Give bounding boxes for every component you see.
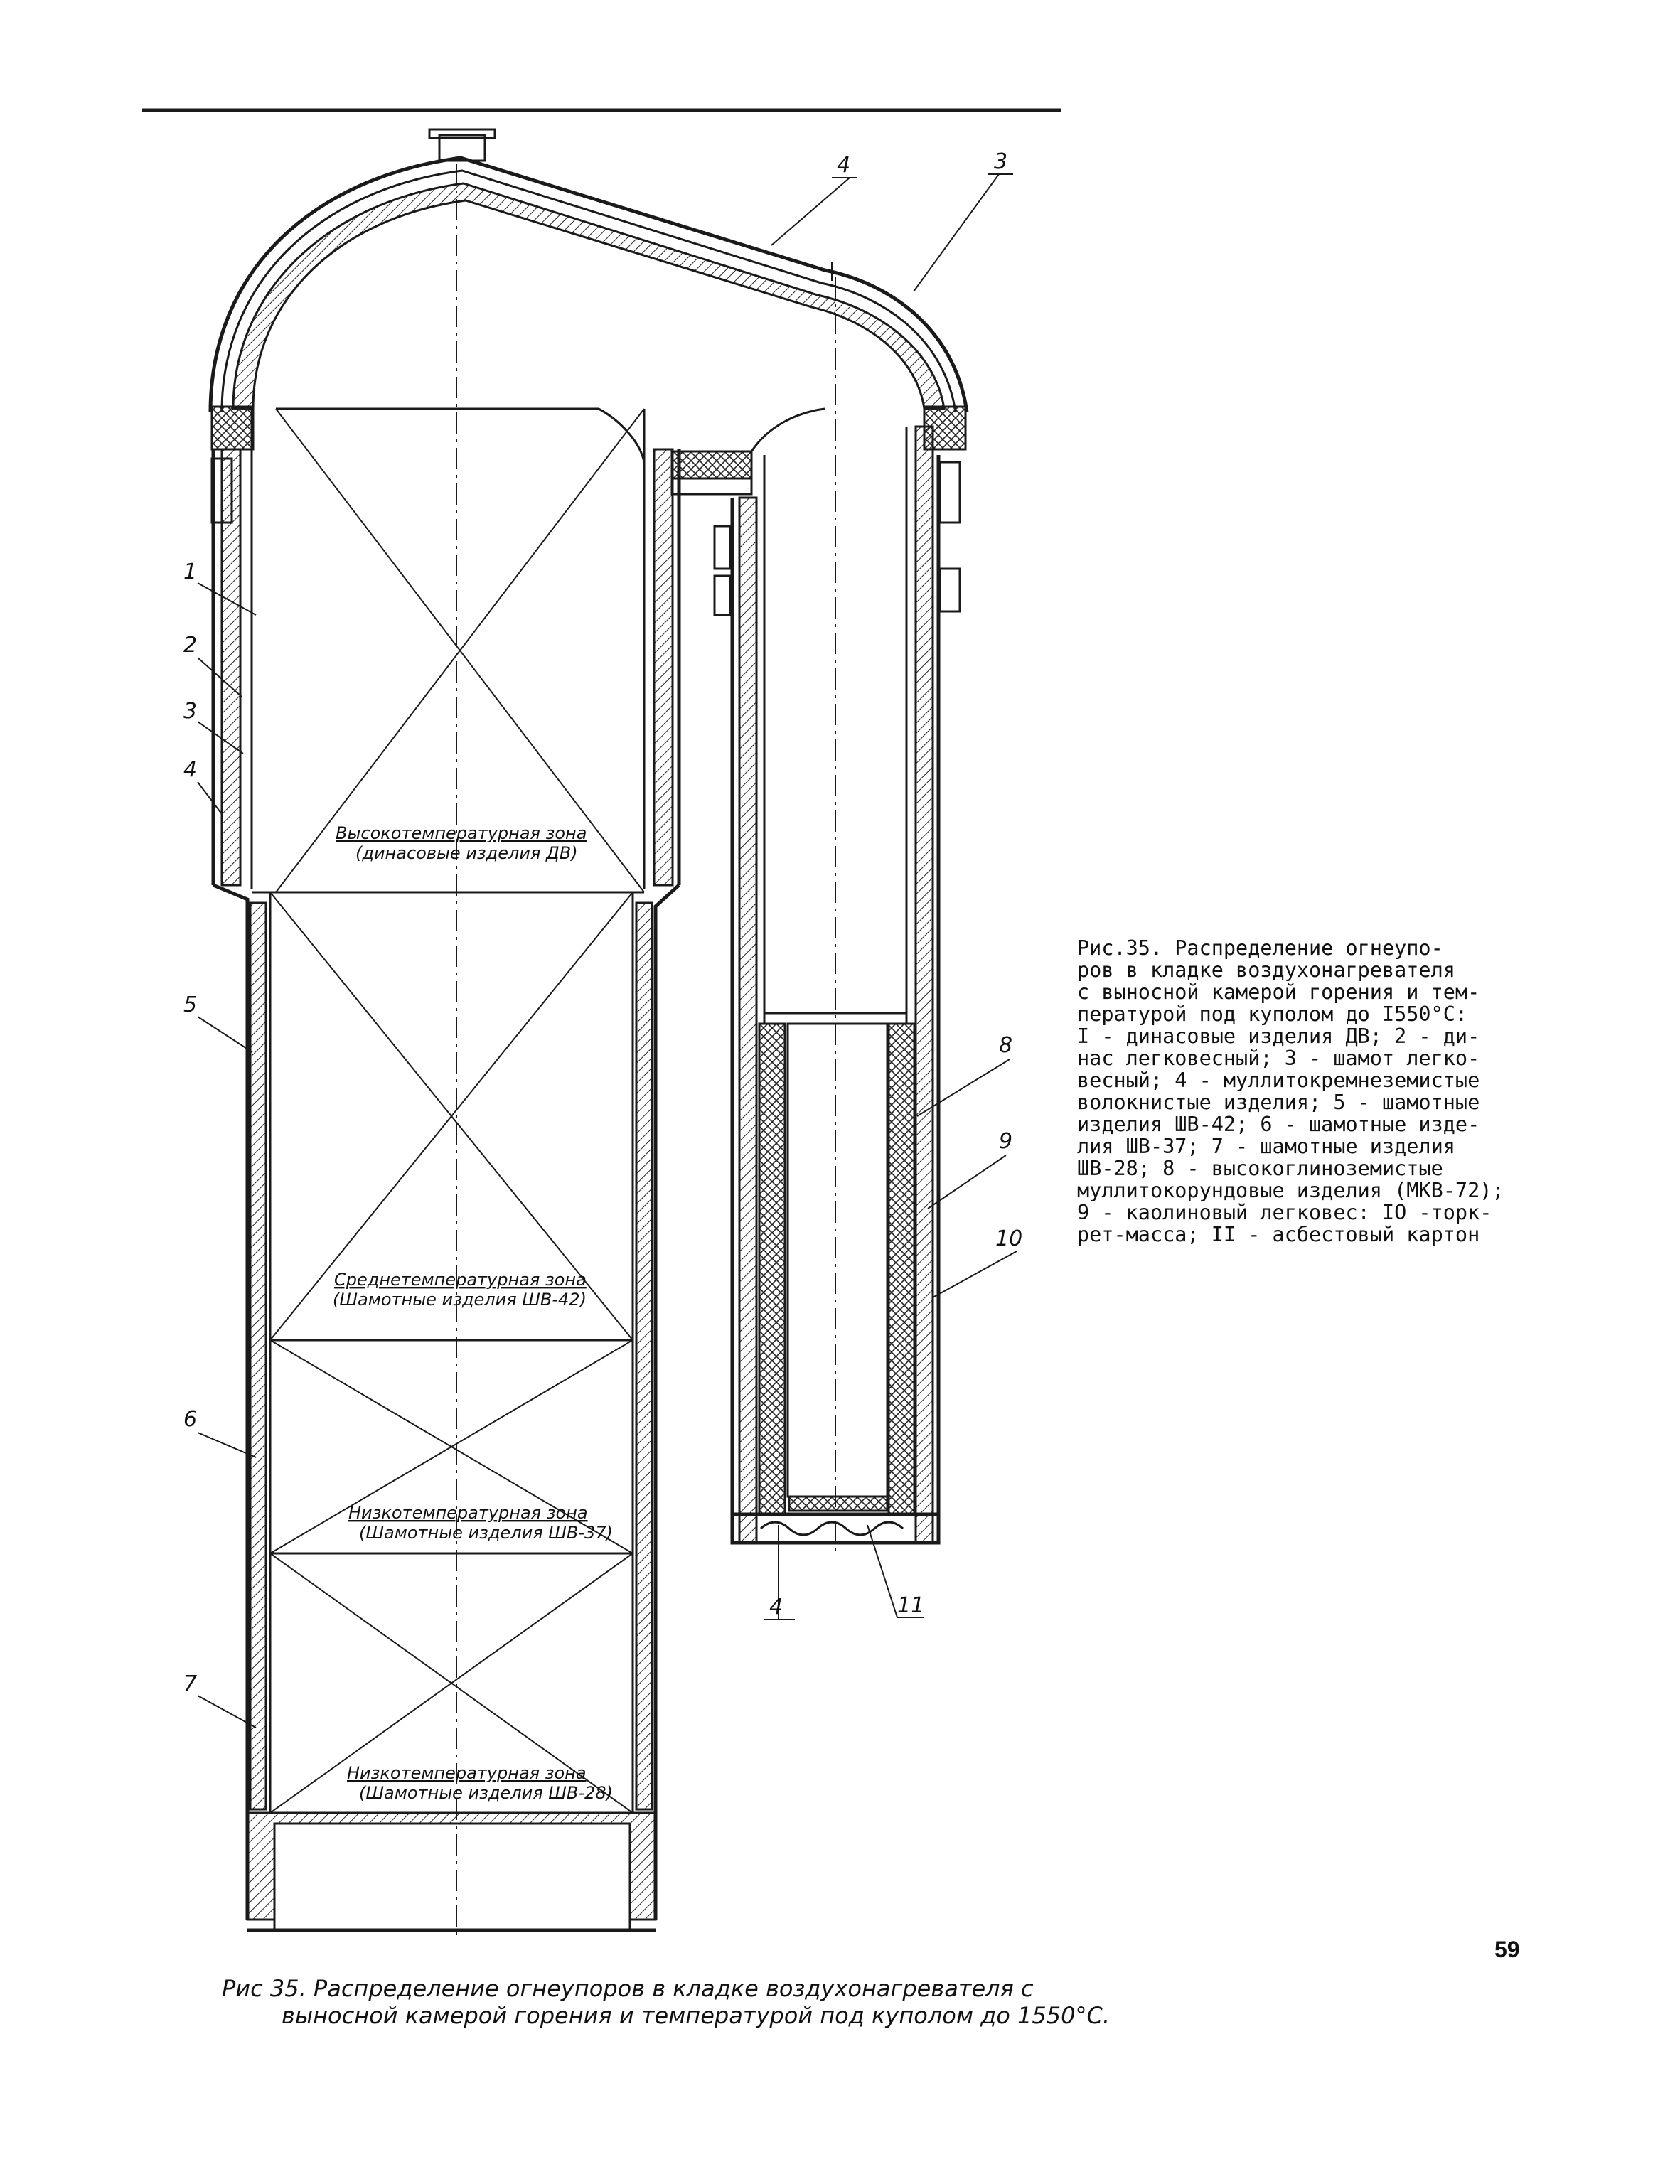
zone-mid-title: Среднетемпературная зона: [334, 1270, 587, 1290]
zone-high-sub: (динасовые изделия ДВ): [355, 843, 578, 863]
dome-ring-left: [210, 405, 255, 451]
callout-6: 6: [183, 1407, 197, 1432]
zone-low2-title: Низкотемпературная зона: [347, 1763, 587, 1783]
legend-line: I - динасовые изделия ДВ; 2 - ди-: [1077, 1024, 1480, 1048]
zone-high-title: Высокотемпературная зона: [336, 823, 587, 843]
legend-line: ров в кладке воздухонагревателя: [1077, 958, 1455, 982]
legend-line: лия ШВ-37; 7 - шамотные изделия: [1077, 1135, 1455, 1158]
callout-1: 1: [183, 560, 197, 584]
zone-low1-sub: (Шамотные изделия ШВ-37): [359, 1523, 613, 1543]
zone-labels: Высокотемпературная зона (динасовые изде…: [333, 823, 613, 1803]
callout-5: 5: [183, 992, 197, 1017]
legend-line: пературой под куполом до I550°С:: [1077, 1002, 1468, 1026]
callout-9: 9: [999, 1129, 1012, 1154]
combustion-chamber: [210, 277, 961, 1557]
legend-line: изделия ШВ-42; 6 - шамотные изде-: [1077, 1113, 1480, 1136]
callout-2: 2: [183, 633, 197, 658]
bottom-caption: Рис 35. Распределение огнеупоров в кладк…: [222, 1975, 1146, 2029]
bottom-caption-line-1: Рис 35. Распределение огнеупоров в кладк…: [222, 1975, 1034, 2002]
zone-low1-title: Низкотемпературная зона: [348, 1503, 588, 1523]
checker-chamber: [211, 164, 681, 1941]
dome: [208, 128, 969, 413]
legend-line: нас легковесный; 3 - шамот легко-: [1077, 1046, 1480, 1070]
legend-line: ШВ-28; 8 - высокоглиноземистые: [1077, 1157, 1443, 1180]
callout-8: 8: [999, 1033, 1012, 1058]
legend-line: 9 - каолиновый легковес: IO -торк-: [1077, 1201, 1492, 1224]
callout-top-3: 3: [994, 149, 1007, 174]
callout-bottom-4: 4: [769, 1595, 783, 1620]
bottom-caption-line-2: выносной камерой горения и температурой …: [282, 2002, 1110, 2029]
figure-legend: Рис.35. Распределение огнеупо-ров в клад…: [1077, 937, 1617, 1246]
callout-top-4: 4: [837, 153, 850, 178]
page-number: 59: [1494, 1937, 1520, 1962]
callouts: 1 2 3 4 5 6 7 8 9 10 11 4 3 4: [183, 149, 1022, 1728]
zone-mid-sub: (Шамотные изделия ШВ-42): [333, 1290, 587, 1310]
callout-11: 11: [897, 1593, 924, 1618]
callout-10: 10: [995, 1226, 1022, 1251]
callout-3: 3: [183, 699, 197, 724]
legend-line: весный; 4 - муллитокремнеземистые: [1077, 1069, 1480, 1092]
legend-line: рет-масса; II - асбестовый картон: [1077, 1223, 1480, 1246]
zone-low2-sub: (Шамотные изделия ШВ-28): [359, 1783, 613, 1803]
legend-line: Рис.35. Распределение огнеупо-: [1077, 936, 1443, 960]
legend-line: волокнистые изделия; 5 - шамотные: [1077, 1091, 1480, 1114]
callout-4: 4: [183, 757, 197, 782]
legend-line: муллитокорундовые изделия (МКВ-72);: [1077, 1179, 1504, 1202]
legend-line: с выносной камерой горения и тем-: [1077, 980, 1480, 1004]
callout-7: 7: [183, 1671, 197, 1696]
